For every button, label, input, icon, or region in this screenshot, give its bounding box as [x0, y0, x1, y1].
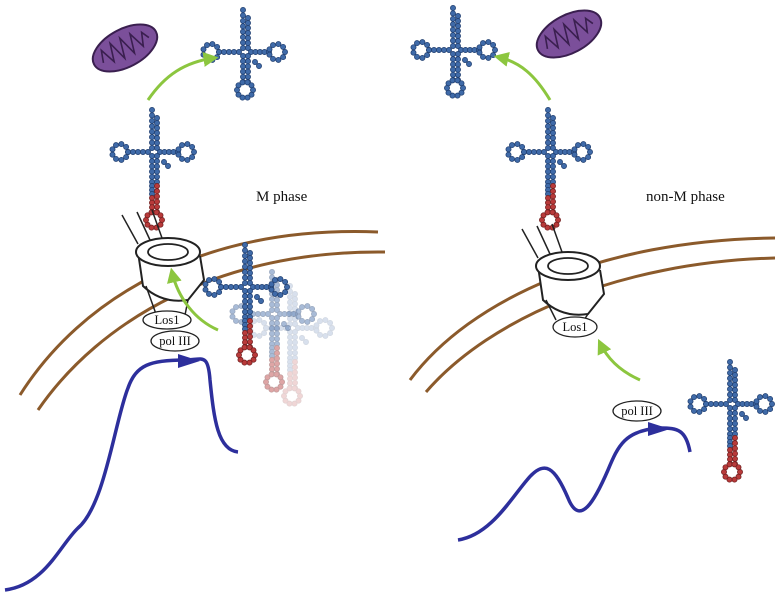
svg-text:pol III: pol III — [159, 334, 191, 348]
pol-iii-protein: pol III — [612, 400, 662, 422]
trna-icon — [687, 359, 775, 483]
trna-icon — [202, 242, 290, 366]
arrow-icon — [493, 52, 552, 101]
phase-label: non-M phase — [646, 189, 725, 205]
dna-strand-icon — [457, 426, 692, 542]
mitochondrion-icon — [91, 23, 159, 73]
trna-icon — [247, 283, 335, 407]
trna-icon — [200, 7, 288, 101]
trna-icon — [229, 269, 317, 393]
phase-label: M phase — [256, 189, 308, 205]
arrow-icon — [146, 52, 219, 101]
svg-text:Los1: Los1 — [155, 313, 180, 327]
los1-protein: Los1 — [552, 316, 598, 338]
pol-iii-protein: pol III — [150, 330, 200, 352]
arrow-icon — [178, 354, 200, 368]
mitochondrion-icon — [535, 9, 603, 59]
nuclear-pore-icon — [121, 209, 206, 321]
trna-icon — [410, 5, 498, 99]
arrow-icon — [648, 422, 670, 436]
arrow-icon — [597, 338, 641, 382]
arrow-icon — [167, 267, 219, 332]
trna-icon — [505, 107, 593, 231]
svg-text:Los1: Los1 — [563, 320, 588, 334]
nuclear-pore-icon — [521, 223, 606, 321]
dna-strand-icon — [4, 357, 239, 592]
left-panel: M phase Los1 pol III — [4, 7, 386, 592]
right-panel: non-M phase Los1 pol III — [408, 5, 776, 542]
los1-protein: Los1 — [142, 310, 192, 330]
svg-text:pol III: pol III — [621, 404, 653, 418]
